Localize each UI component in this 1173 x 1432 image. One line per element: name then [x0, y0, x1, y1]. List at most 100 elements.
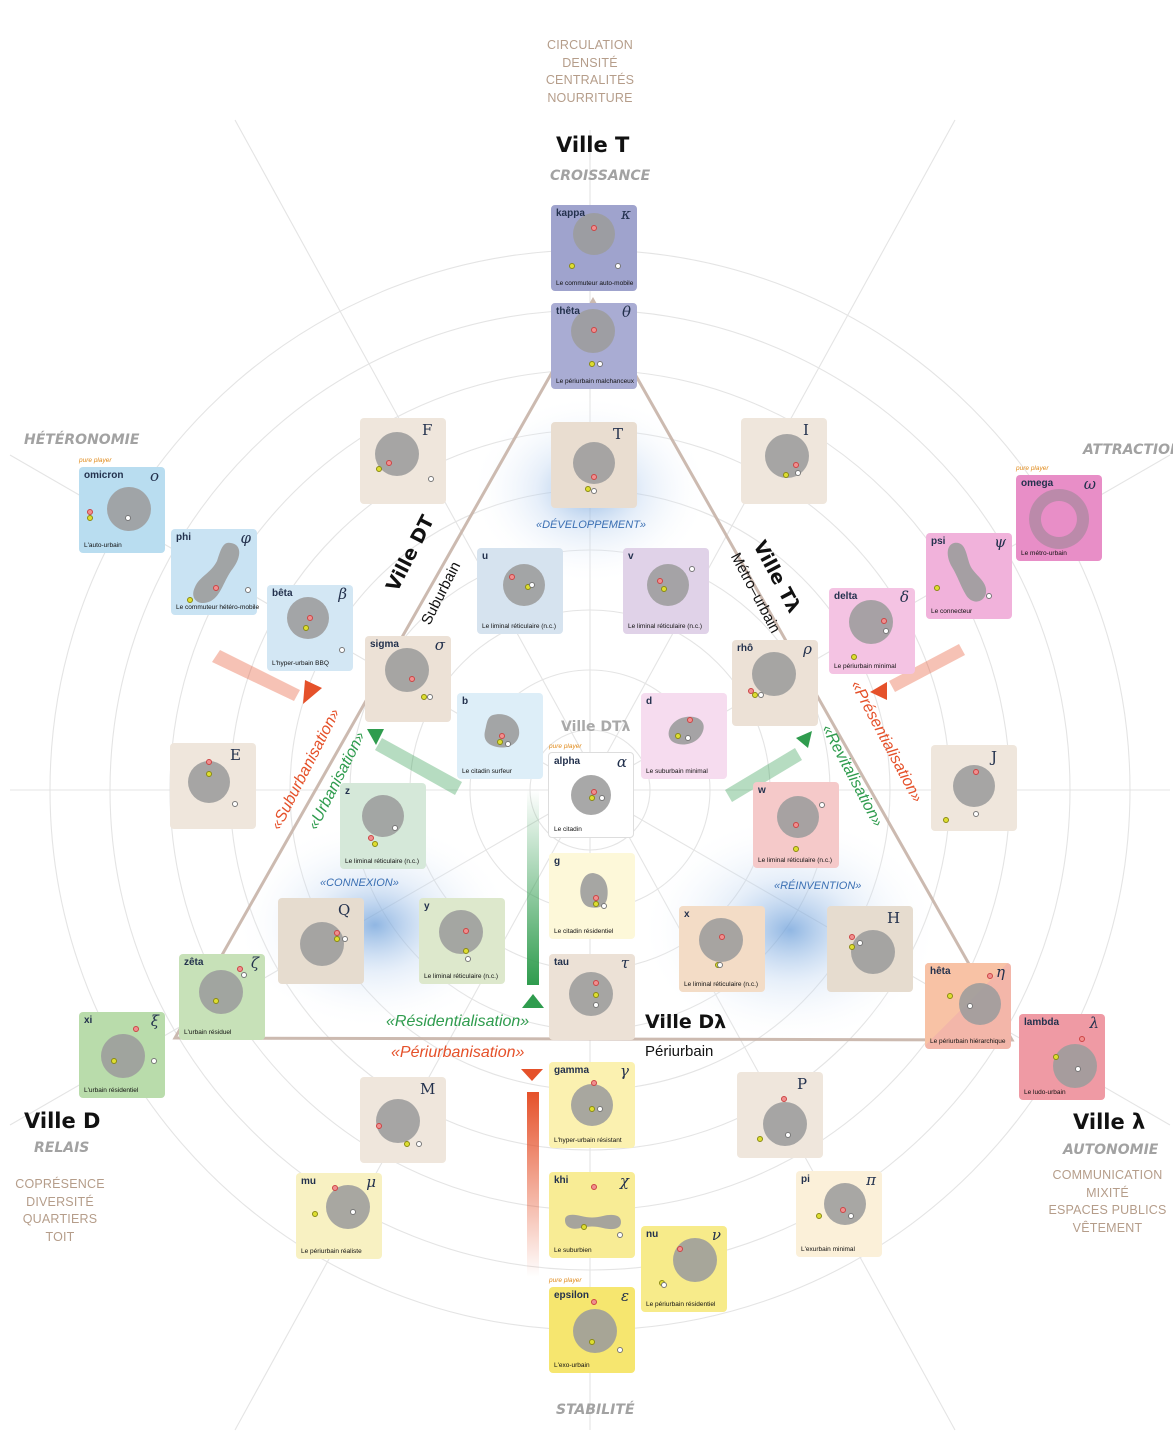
- card-greek-letter: μ: [366, 1173, 376, 1191]
- t-marker: [591, 474, 597, 480]
- card-name: d: [646, 696, 653, 707]
- d-marker: [943, 817, 949, 823]
- d-marker: [757, 1136, 763, 1142]
- territory-shape: [668, 716, 704, 745]
- card-label: Le périurbain réaliste: [301, 1248, 362, 1255]
- card-greek-letter: F: [422, 421, 433, 439]
- card-label: L'hyper-urbain résistant: [554, 1137, 622, 1144]
- card-label: Le commuteur hétéro-mobile: [176, 604, 260, 611]
- territory-blob: [763, 1102, 807, 1146]
- d-marker: [793, 846, 799, 852]
- t-marker: [1079, 1036, 1085, 1042]
- card-T: T: [551, 422, 637, 508]
- urbanisation-arrow: [375, 738, 462, 795]
- t-marker: [591, 789, 597, 795]
- card-greek-letter: ψ: [994, 533, 1006, 551]
- pole-t-sub: CROISSANCE: [550, 168, 651, 184]
- card-name: zêta: [184, 957, 204, 968]
- d-marker: [589, 1339, 595, 1345]
- t-marker: [87, 509, 93, 515]
- territory-blob: [375, 432, 419, 476]
- card-label: L'exo-urbain: [554, 1362, 590, 1369]
- card-name: gamma: [554, 1065, 590, 1076]
- d-marker: [206, 771, 212, 777]
- territory-blob: [300, 922, 344, 966]
- card-greek-letter: ξ: [150, 1012, 159, 1030]
- card-greek-letter: ζ: [250, 954, 259, 972]
- card-greek-letter: λ: [1089, 1014, 1099, 1032]
- left-caption: COPRÉSENCE DIVERSITÉ QUARTIERS TOIT: [15, 1177, 105, 1244]
- lambda-marker: [717, 962, 723, 968]
- t-marker: [849, 934, 855, 940]
- card-greek-letter: β: [338, 585, 347, 603]
- card-greek-letter: P: [797, 1075, 808, 1093]
- lambda-marker: [245, 587, 251, 593]
- card-name: xi: [84, 1015, 93, 1026]
- t-marker: [987, 973, 993, 979]
- lambda-marker: [427, 694, 433, 700]
- card-greek-letter: δ: [899, 588, 909, 606]
- top-caption: CIRCULATION DENSITÉ CENTRALITÉS NOURRITU…: [545, 38, 635, 105]
- suburbanisation-arrow: [212, 650, 300, 701]
- card-P: P: [737, 1072, 823, 1158]
- process-arrows: [212, 644, 965, 1277]
- d-marker: [585, 486, 591, 492]
- territory-blob: [777, 796, 819, 838]
- card-label: L'hyper-urbain BBQ: [272, 660, 329, 667]
- d-marker: [463, 948, 469, 954]
- d-marker: [1053, 1054, 1059, 1060]
- axis-bottom-label: STABILITÉ: [556, 1402, 635, 1418]
- d-marker: [947, 993, 953, 999]
- card-F: F: [360, 418, 446, 504]
- card-greek-letter: E: [230, 746, 241, 764]
- t-marker: [593, 980, 599, 986]
- card-label: Le citadin: [554, 826, 582, 833]
- card-name: psi: [931, 536, 946, 547]
- card-label: L'exurbain minimal: [801, 1246, 855, 1253]
- t-marker: [509, 574, 515, 580]
- territory-blob: [503, 564, 545, 606]
- lambda-marker: [151, 1058, 157, 1064]
- pole-d-sub: RELAIS: [34, 1140, 90, 1156]
- card-label: Le liminal réticulaire (n.c.): [628, 623, 703, 630]
- card-label: Le commuteur auto-mobile: [556, 280, 634, 287]
- t-marker: [840, 1207, 846, 1213]
- d-marker: [589, 361, 595, 367]
- lambda-marker: [785, 1132, 791, 1138]
- card-greek-letter: ο: [149, 467, 159, 485]
- t-marker: [463, 928, 469, 934]
- card-label: Le liminal réticulaire (n.c.): [482, 623, 557, 630]
- d-marker: [581, 1224, 587, 1230]
- t-marker: [881, 618, 887, 624]
- d-marker: [851, 654, 857, 660]
- card-name: u: [482, 551, 489, 562]
- territory-blob: [573, 213, 615, 255]
- card-greek-letter: M: [420, 1080, 436, 1098]
- t-marker: [657, 578, 663, 584]
- territory-shape: [565, 1214, 621, 1230]
- card-greek-letter: ρ: [803, 640, 812, 658]
- card-greek-letter: γ: [620, 1062, 629, 1080]
- card-name: nu: [646, 1229, 659, 1240]
- t-marker: [781, 1096, 787, 1102]
- card-name: omega: [1021, 478, 1054, 489]
- territory-blob: [199, 970, 243, 1014]
- territory-blob: [362, 795, 404, 837]
- card-name: g: [554, 856, 561, 867]
- lambda-marker: [857, 940, 863, 946]
- territory-blob: [101, 1034, 145, 1078]
- territory-blob: [851, 930, 895, 974]
- card-label: Le suburbain minimal: [646, 768, 708, 775]
- card-label: L'urbain résidentiel: [84, 1087, 139, 1094]
- t-marker: [386, 460, 392, 466]
- territory-blob: [959, 983, 1001, 1025]
- d-marker: [593, 992, 599, 998]
- card-H: H: [827, 906, 913, 992]
